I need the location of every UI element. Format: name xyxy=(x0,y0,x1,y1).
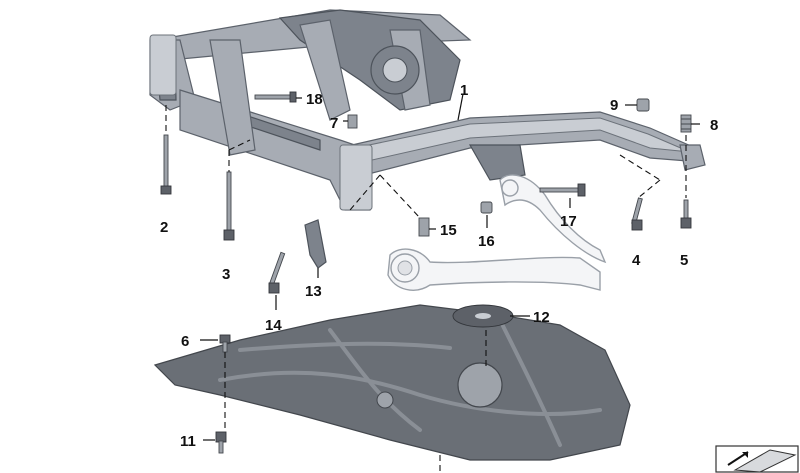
sleeve-7 xyxy=(347,114,358,129)
long-bolt-3 xyxy=(223,171,235,241)
bracket-13 xyxy=(304,219,327,269)
callout-17: 17 xyxy=(560,213,577,230)
callout-8: 8 xyxy=(710,117,718,134)
callout-2: 2 xyxy=(160,219,168,236)
nut-9 xyxy=(636,98,650,112)
callout-12: 12 xyxy=(533,309,550,326)
long-bolt-2 xyxy=(160,134,172,195)
nut-16 xyxy=(480,201,493,214)
bolt-4 xyxy=(631,197,643,231)
callout-7: 7 xyxy=(330,115,338,132)
lower-control-arm xyxy=(387,248,601,291)
callout-5: 5 xyxy=(680,252,688,269)
callout-14: 14 xyxy=(265,317,282,334)
bolt-5 xyxy=(680,199,692,229)
bolt-14 xyxy=(268,251,286,294)
round-washer-plate xyxy=(452,304,514,328)
callout-9: 9 xyxy=(610,97,618,114)
callout-4: 4 xyxy=(632,252,641,269)
clip-15 xyxy=(418,217,430,237)
parts-catalog-corner-icon xyxy=(715,445,799,473)
front-axle-subframe xyxy=(149,9,706,211)
callout-15: 15 xyxy=(440,222,457,239)
callout-labels: 1 2 3 4 5 6 7 8 9 11 12 13 14 15 16 17 1… xyxy=(160,82,718,450)
callout-6: 6 xyxy=(181,333,189,350)
underbody-protection-plate xyxy=(153,304,631,461)
callout-1: 1 xyxy=(460,82,468,99)
callout-3: 3 xyxy=(222,266,230,283)
leader-lines xyxy=(165,93,700,473)
upper-control-arm xyxy=(499,174,607,264)
callout-11: 11 xyxy=(180,433,196,450)
sleeve-8 xyxy=(680,114,692,133)
bolt-17 xyxy=(539,183,586,197)
bolt-18 xyxy=(254,91,297,103)
callout-13: 13 xyxy=(305,283,322,300)
callout-16: 16 xyxy=(478,233,495,250)
bolt-11 xyxy=(215,431,227,454)
callout-18: 18 xyxy=(306,91,323,108)
